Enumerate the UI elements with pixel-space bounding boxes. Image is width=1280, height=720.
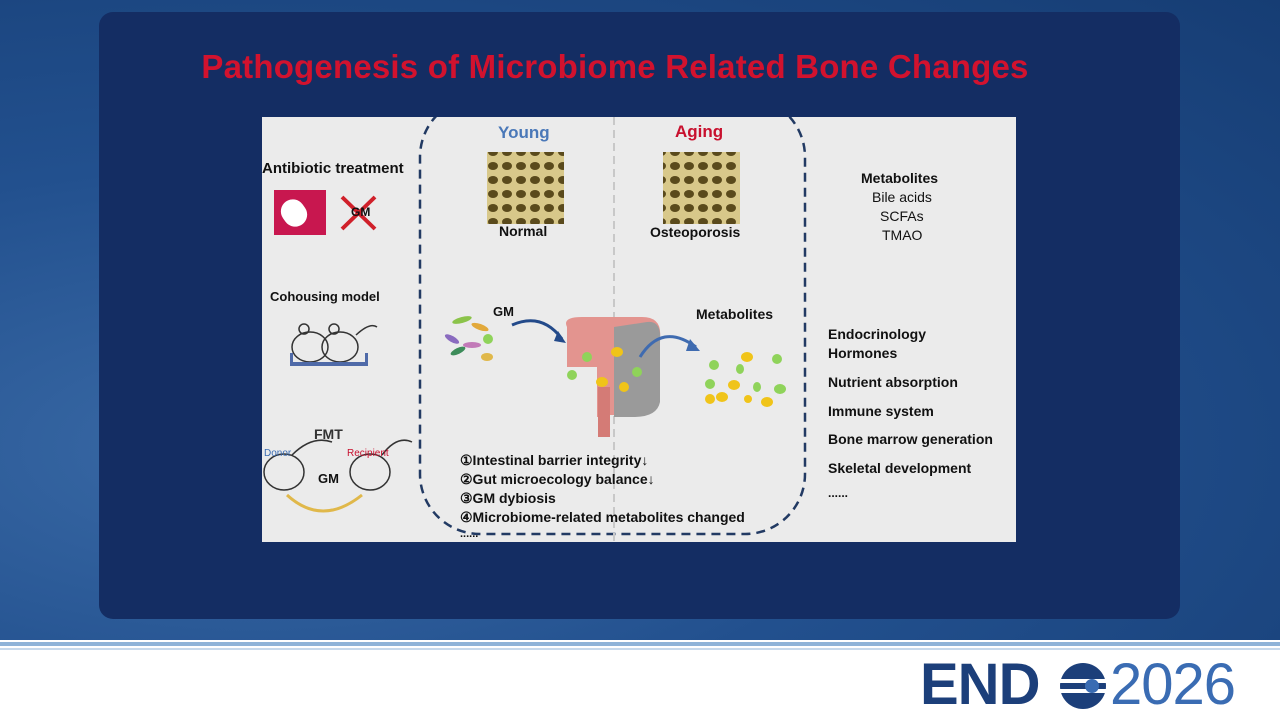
cohousing-mice-icon bbox=[291, 323, 378, 363]
globe-icon bbox=[1060, 663, 1106, 709]
fmt-arrow bbox=[285, 493, 363, 513]
antibiotic-label: Antibiotic treatment bbox=[262, 160, 404, 177]
figure-graphics bbox=[263, 117, 807, 542]
donor-label: Donor bbox=[264, 448, 292, 459]
effect-item: Skeletal development bbox=[828, 460, 972, 476]
normal-bone-image bbox=[487, 152, 564, 224]
metabolite-item: TMAO bbox=[882, 227, 923, 243]
bacteria-icons bbox=[444, 316, 493, 361]
metabolite-item: Bile acids bbox=[872, 189, 932, 205]
metabolite-dots bbox=[567, 347, 786, 407]
list-item: ④Microbiome-related metabolites changed bbox=[460, 509, 745, 525]
aging-label: Aging bbox=[675, 122, 724, 141]
metabolite-item: SCFAs bbox=[880, 208, 924, 224]
effect-item: Nutrient absorption bbox=[828, 374, 958, 390]
dashed-region bbox=[418, 117, 807, 536]
recipient-mouse-icon bbox=[349, 439, 413, 491]
logo-word: END bbox=[920, 652, 1040, 717]
young-label: Young bbox=[498, 123, 550, 142]
fmt-label: FMT bbox=[314, 426, 343, 442]
metabolites-label: Metabolites bbox=[696, 306, 774, 322]
metabolites-title: Metabolites bbox=[861, 170, 939, 186]
effect-item: Hormones bbox=[828, 345, 898, 361]
recipient-label: Recipient bbox=[347, 448, 389, 459]
effect-item: Bone marrow generation bbox=[828, 431, 993, 447]
fmt-gm-label: GM bbox=[318, 471, 339, 486]
donor-mouse-icon bbox=[263, 439, 333, 491]
list-item: ②Gut microecology balance↓ bbox=[460, 471, 655, 487]
list-item: ①Intestinal barrier integrity↓ bbox=[460, 452, 649, 468]
osteoporosis-label: Osteoporosis bbox=[650, 224, 741, 240]
list-ellipsis: ...... bbox=[460, 528, 479, 540]
cohousing-label: Cohousing model bbox=[270, 289, 380, 304]
gm-badge-label: GM bbox=[351, 205, 371, 219]
normal-label: Normal bbox=[499, 223, 548, 239]
effect-item: ...... bbox=[828, 486, 849, 500]
effect-item: Immune system bbox=[828, 403, 934, 419]
effect-item: Endocrinology bbox=[828, 326, 926, 342]
logo-year: 2026 bbox=[1110, 652, 1236, 717]
no-gm-icon bbox=[340, 195, 377, 231]
pathogenesis-figure: Antibiotic treatment GM Cohousing model … bbox=[262, 117, 1016, 542]
list-item: ③GM dybiosis bbox=[460, 490, 556, 506]
gm-arrow bbox=[511, 319, 564, 340]
gm-label: GM bbox=[493, 304, 514, 319]
osteoporosis-bone-image bbox=[663, 152, 740, 224]
slide-title: Pathogenesis of Microbiome Related Bone … bbox=[201, 48, 1029, 85]
